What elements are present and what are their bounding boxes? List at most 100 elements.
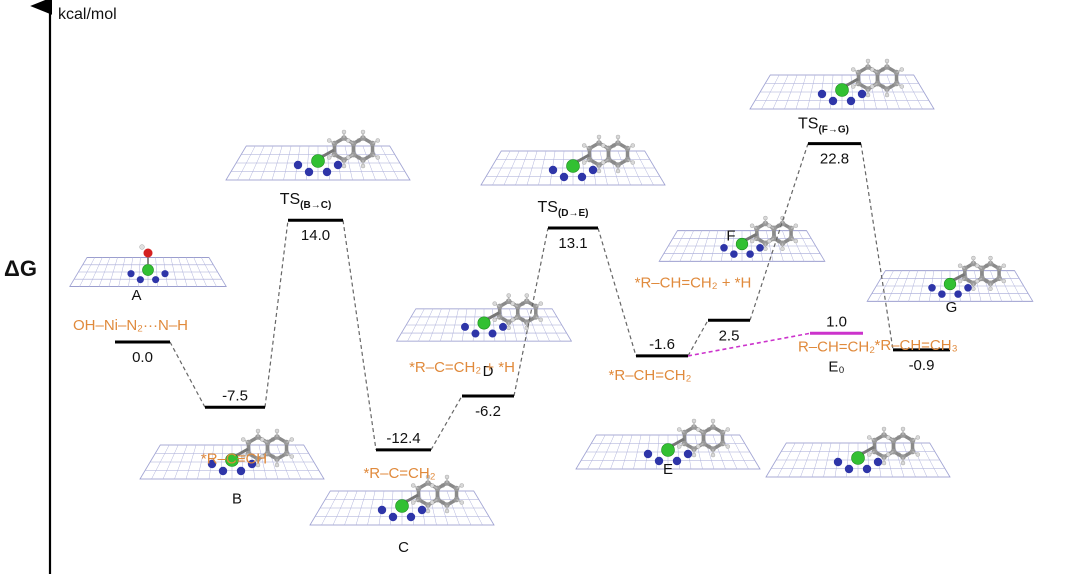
nitrogen-atom [588, 165, 598, 175]
lattice-line [367, 490, 376, 526]
hydrogen-atom [260, 437, 265, 442]
lattice-line [371, 145, 388, 181]
lattice-line [617, 150, 631, 186]
lattice-line [626, 150, 643, 186]
name-label-f: F [726, 227, 735, 244]
hydrogen-atom [360, 163, 366, 169]
nickel-atom [477, 316, 491, 330]
lattice-line [1014, 270, 1034, 302]
nitrogen-atom [236, 466, 246, 476]
ts-label-main: TS [537, 199, 557, 216]
nitrogen-atom [471, 329, 480, 338]
nitrogen-atom [964, 284, 972, 292]
hydrogen-atom [900, 426, 906, 432]
lattice-line [429, 308, 442, 342]
name-label-d: D [483, 363, 494, 380]
value-label-e: -1.6 [649, 336, 675, 353]
lattice-line [294, 444, 313, 480]
lattice-line [380, 145, 399, 181]
nitrogen-atom [218, 466, 228, 476]
ts-label-tsfg: TS(F→G) [798, 116, 849, 136]
lattice-line [902, 442, 916, 478]
lattice-line [139, 444, 161, 480]
hydrogen-atom [1001, 278, 1006, 284]
hydrogen-atom [139, 244, 145, 250]
hydrogen-atom [696, 427, 701, 432]
lattice-line [344, 145, 353, 181]
lattice-line [784, 74, 798, 110]
hydrogen-atom [677, 427, 682, 432]
connector-c-d [430, 395, 463, 451]
lattice-line [990, 270, 1002, 302]
nitrogen-atom [161, 270, 169, 278]
hydrogen-atom [255, 428, 261, 434]
hydrogen-atom [915, 452, 920, 457]
lattice-line [162, 444, 179, 480]
hydrogen-atom [615, 134, 621, 140]
hydrogen-atom [260, 454, 265, 459]
hydrogen-atom [459, 500, 464, 505]
nitrogen-atom [127, 270, 135, 278]
lattice-line [258, 444, 267, 480]
lattice-line [866, 270, 886, 302]
name-label-c: C [398, 539, 409, 556]
hydrogen-atom [884, 92, 890, 98]
lattice-line [621, 434, 633, 470]
lattice-line [185, 257, 198, 287]
hydrogen-atom [881, 426, 887, 432]
nitrogen-atom [720, 244, 728, 252]
lattice-line [761, 74, 780, 110]
nitrogen-atom [862, 464, 872, 474]
lattice-line [118, 257, 126, 287]
hydrogen-atom [341, 163, 347, 169]
species-label-d: *R–C=CH₂ + *H [409, 359, 515, 376]
lattice-line [446, 490, 460, 526]
hydrogen-atom [767, 238, 772, 244]
aromatic-ring [265, 434, 289, 462]
hydrogen-atom [691, 418, 697, 424]
lattice-line [526, 150, 538, 186]
hydrogen-atom [430, 483, 435, 488]
lattice-line [765, 442, 787, 478]
aromatic-ring [891, 432, 915, 460]
hydrogen-atom [988, 255, 993, 261]
hydrogen-atom [691, 452, 697, 458]
hydrogen-atom [725, 427, 730, 432]
nitrogen-atom [377, 505, 387, 515]
nickel-atom [851, 451, 865, 465]
nitrogen-atom [388, 512, 398, 522]
lattice-line [248, 145, 265, 181]
nickel-atom [225, 453, 239, 467]
nickel-atom [661, 443, 675, 457]
lattice-line [782, 230, 794, 262]
ts-label-tsde: TS(D→E) [537, 199, 588, 219]
nickel-atom [943, 277, 957, 291]
hydrogen-atom [444, 474, 450, 480]
hydrogen-atom [596, 134, 602, 140]
lattice-line [908, 270, 918, 302]
structure-g [866, 255, 1034, 302]
hydrogen-atom [886, 435, 891, 440]
lattice-line [440, 308, 451, 342]
hydrogen-atom [899, 84, 904, 89]
nickel-atom [835, 83, 849, 97]
lattice-line [362, 145, 376, 181]
lattice-line [450, 308, 459, 342]
lattice-line [982, 270, 992, 302]
hydrogen-atom [510, 317, 515, 322]
nitrogen-atom [406, 512, 416, 522]
nitrogen-atom [654, 456, 664, 466]
nitrogen-atom [548, 165, 558, 175]
hydrogen-atom [327, 138, 332, 143]
nitrogen-atom [488, 329, 497, 338]
lattice-line [913, 74, 935, 110]
hydrogen-atom [971, 255, 976, 261]
lattice-line [807, 74, 816, 110]
hydrogen-atom [975, 263, 980, 268]
hydrogen-atom [677, 444, 682, 449]
value-label-tsde: 13.1 [558, 235, 587, 252]
lattice-line [271, 145, 283, 181]
lattice-line [355, 490, 367, 526]
hydrogen-atom [430, 500, 435, 505]
